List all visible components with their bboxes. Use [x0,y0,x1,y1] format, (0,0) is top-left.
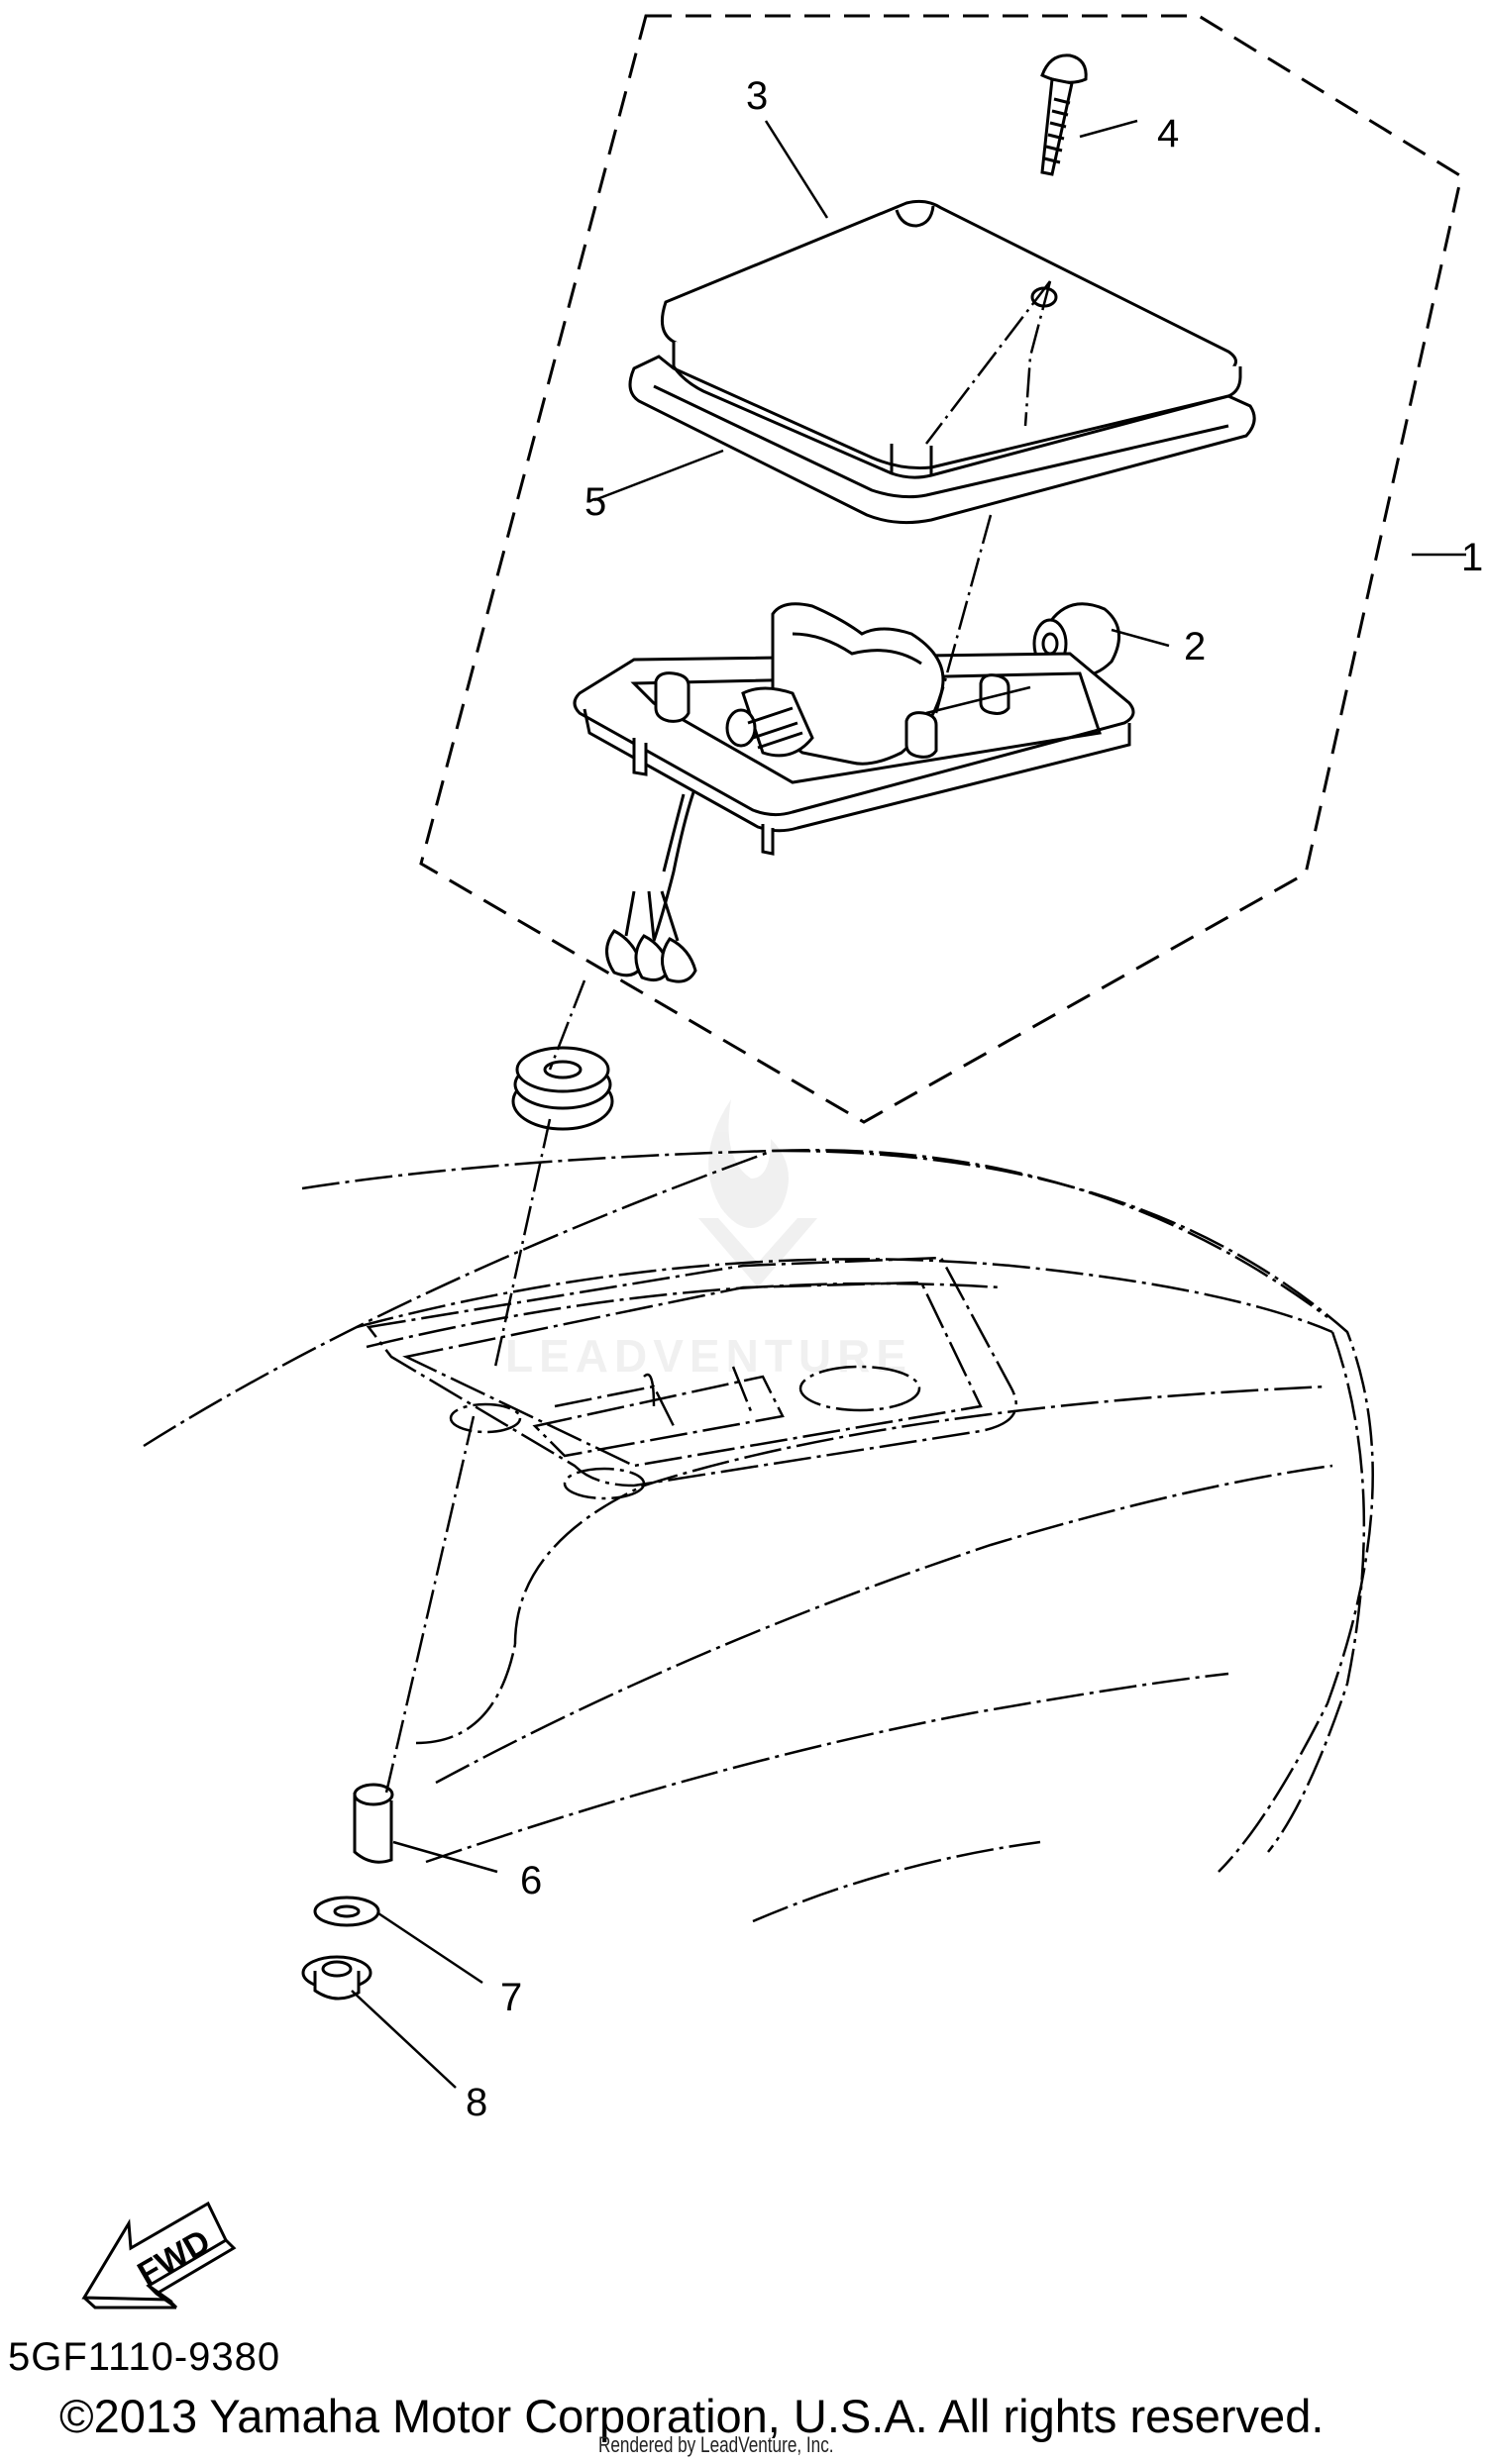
callout-4: 4 [1157,112,1179,155]
grommet [511,1046,614,1131]
part-3-cover [660,199,1242,479]
callout-2: 2 [1184,625,1206,668]
part-2-cap [1032,602,1121,678]
assembly-boundary [419,14,1463,1124]
part-7-washer [313,1896,380,1927]
watermark-logo: LEADVENTURE [505,1099,912,1382]
assembly-guide-lines [384,280,1052,1794]
callout-3: 3 [746,74,768,118]
copyright-text: ©2013 Yamaha Motor Corporation, U.S.A. A… [59,2390,1325,2442]
part-5-gasket [628,355,1256,525]
seat-hatch-opening [366,1256,1017,1500]
callout-1: 1 [1461,536,1483,579]
part-8-nut [301,1955,372,2001]
part-4-screw [1040,53,1088,176]
meter-base-assembly [573,602,1135,983]
part-6-collar [353,1783,394,1864]
callout-8: 8 [466,2081,487,2124]
rendered-by-text: Rendered by LeadVenture, Inc. [598,2432,834,2457]
part-code: 5GF1110-9380 [8,2335,281,2379]
leader-lines [351,119,1466,2089]
callout-5: 5 [584,480,606,524]
watermark-text: LEADVENTURE [505,1330,912,1382]
fwd-arrow-icon [81,2201,237,2310]
callout-7: 7 [500,1976,522,2019]
callout-6: 6 [520,1859,542,1902]
